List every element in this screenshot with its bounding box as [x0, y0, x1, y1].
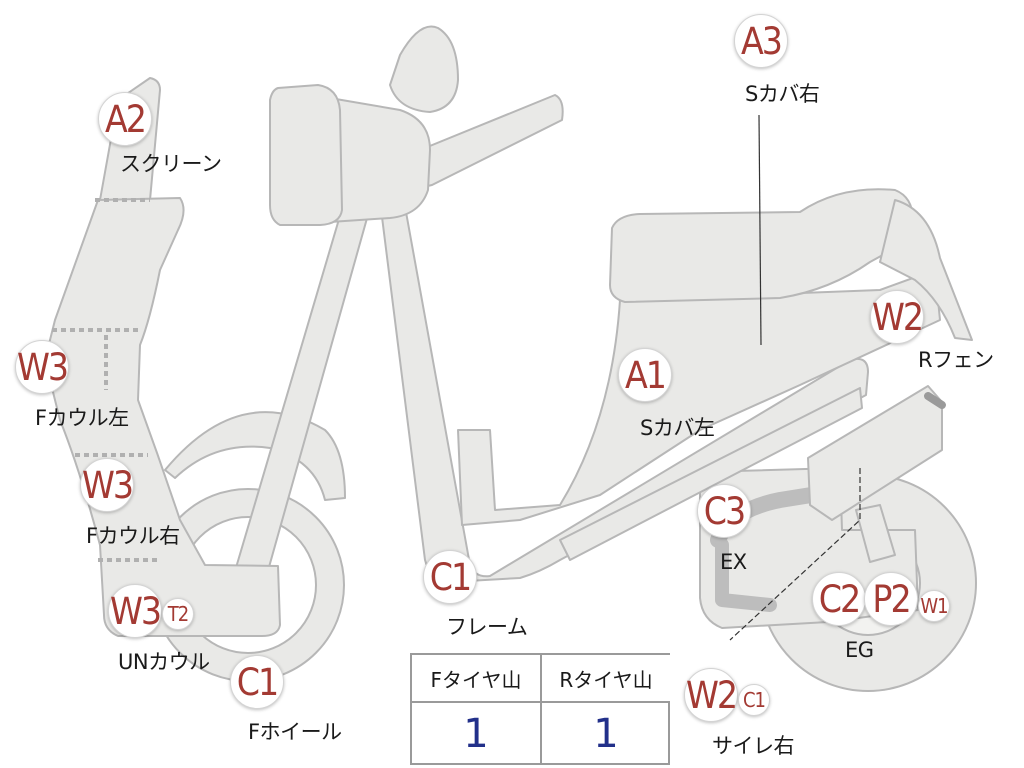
- badge-a1-sheet-cover-left[interactable]: A1: [618, 348, 672, 402]
- rear-fender[interactable]: [879, 199, 973, 341]
- label-engine: EG: [845, 638, 874, 662]
- label-front-wheel: Fホイール: [248, 720, 342, 744]
- label-front-cowl-right: Fカウル右: [86, 524, 180, 548]
- table-divider-vertical: [540, 655, 542, 763]
- muffler[interactable]: [807, 385, 943, 521]
- badge-c1-front-wheel[interactable]: C1: [230, 655, 284, 709]
- badge-w3-front-cowl-left[interactable]: W3: [15, 340, 69, 394]
- badge-w2-muffler-right[interactable]: W2: [684, 668, 738, 722]
- label-front-cowl-left: Fカウル左: [35, 406, 129, 430]
- label-muffler-right: サイレ右: [712, 734, 795, 758]
- handlebar[interactable]: [394, 94, 564, 191]
- sheet-cover[interactable]: [457, 269, 941, 526]
- headlight-lens: [269, 84, 343, 226]
- badge-t2-under-cowl[interactable]: T2: [162, 598, 194, 630]
- rear-tire-header: Rタイヤ山: [542, 655, 670, 701]
- mirror[interactable]: [389, 25, 459, 113]
- badge-c3-exhaust[interactable]: C3: [697, 484, 751, 538]
- front-tire-header: Fタイヤ山: [412, 655, 540, 701]
- label-rear-fender: Rフェン: [918, 348, 994, 372]
- front-cowl[interactable]: [44, 197, 281, 637]
- badge-a3-sheet-cover-right[interactable]: A3: [734, 14, 788, 68]
- seat[interactable]: [609, 188, 914, 303]
- label-screen: スクリーン: [120, 152, 222, 176]
- label-sheet-cover-left: Sカバ左: [640, 416, 715, 440]
- headlight-housing[interactable]: [329, 97, 431, 223]
- muffler-tip: [924, 392, 946, 409]
- badge-c1-frame[interactable]: C1: [423, 550, 477, 604]
- badge-p2-engine[interactable]: P2: [864, 572, 918, 626]
- badge-c1-muffler-right[interactable]: C1: [738, 684, 770, 716]
- badge-w1-engine[interactable]: W1: [918, 590, 950, 622]
- badge-w3-front-cowl-right[interactable]: W3: [80, 458, 134, 512]
- label-sheet-cover-right: Sカバ右: [745, 82, 820, 106]
- rear-frame-rail: [559, 387, 863, 561]
- tire-tread-table: Fタイヤ山 Rタイヤ山 1 1: [410, 653, 670, 765]
- front-tire-value[interactable]: 1: [463, 711, 489, 757]
- badge-w2-rear-fender[interactable]: W2: [870, 290, 924, 344]
- leader-sheet-cover-right: [758, 114, 762, 346]
- exhaust-lower: [715, 538, 777, 612]
- badge-w3-under-cowl[interactable]: W3: [108, 584, 162, 638]
- badge-a2-screen[interactable]: A2: [98, 92, 152, 146]
- label-frame: フレーム: [446, 615, 528, 639]
- rear-shock[interactable]: [855, 504, 896, 563]
- label-exhaust: EX: [720, 550, 747, 574]
- badge-c2-engine[interactable]: C2: [812, 572, 866, 626]
- front-fender[interactable]: [164, 411, 346, 501]
- label-under-cowl: UNカウル: [118, 650, 210, 674]
- rear-tire-value[interactable]: 1: [593, 711, 619, 757]
